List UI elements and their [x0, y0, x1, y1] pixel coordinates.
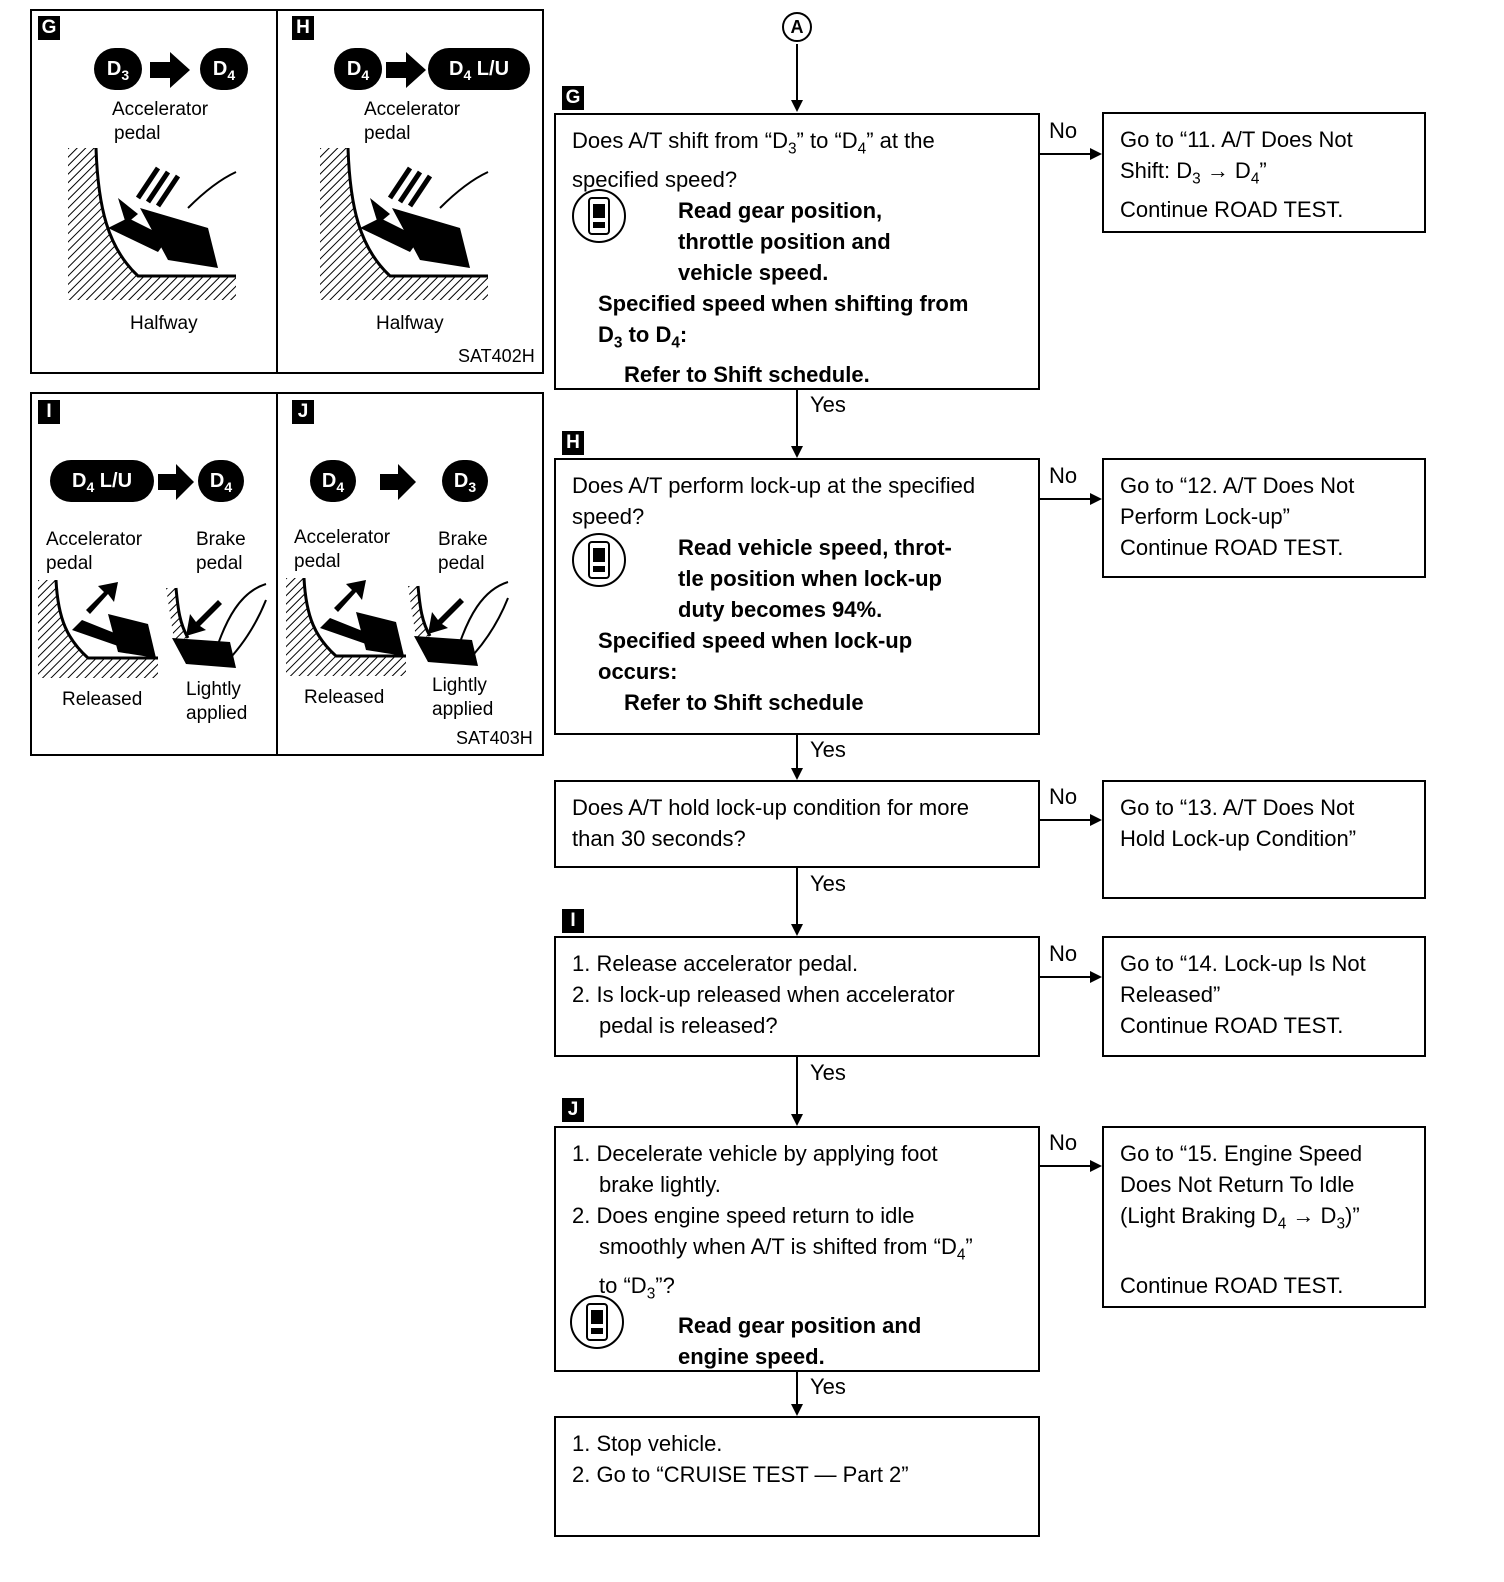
- panel-j-acc-state: Released: [304, 687, 385, 708]
- panel-h-state: Halfway: [376, 313, 444, 334]
- step-g-spec-gears: D3 to D4:: [598, 322, 688, 352]
- flow-tag-j: J: [562, 1098, 584, 1122]
- panel-j-tag: J: [292, 400, 314, 424]
- illustration-divider-top: [276, 9, 278, 374]
- edge-label-no: No: [1049, 784, 1078, 809]
- step-j-box: 1. Decelerate vehicle by applying foot b…: [554, 1126, 1040, 1372]
- edge-label-no: No: [1049, 941, 1078, 966]
- step-h-box: Does A/T perform lock-up at the specifie…: [554, 458, 1040, 735]
- panel-i-from-gear: D4 L/U: [50, 460, 154, 502]
- outcome-15-box: Go to “15. Engine Speed Does Not Return …: [1102, 1126, 1426, 1308]
- panel-i-acc-state: Released: [62, 689, 143, 710]
- panel-h-from-gear: D4: [334, 48, 382, 90]
- consult-monitor-icon: [572, 189, 626, 243]
- panel-g-shift-arrow-icon: [150, 52, 190, 88]
- panel-h-tag: H: [292, 16, 314, 40]
- illustration-divider-bottom: [276, 392, 278, 756]
- step-g-box: Does A/T shift from “D3” to “D4” at the …: [554, 113, 1040, 390]
- edge-label-yes: Yes: [810, 1060, 846, 1085]
- step-j-line-2c: to “D3”?: [599, 1273, 675, 1303]
- panel-g-accelerator-pedal-icon: [68, 148, 237, 300]
- panel-i-tag: I: [38, 400, 60, 424]
- illustration-frame-bottom: [30, 392, 544, 756]
- outcome-11-gears: Shift: D3 → D4”: [1120, 158, 1267, 188]
- panel-h-accelerator-pedal-icon: [320, 148, 489, 300]
- panel-g-from-gear: D3: [94, 48, 142, 90]
- consult-monitor-icon: [572, 533, 626, 587]
- connector-circle: A: [782, 12, 812, 42]
- outcome-14-box: Go to “14. Lock-up Is Not Released” Cont…: [1102, 936, 1426, 1057]
- step-j-line-2b: smoothly when A/T is shifted from “D4”: [599, 1234, 973, 1264]
- outcome-12-box: Go to “12. A/T Does Not Perform Lock-up”…: [1102, 458, 1426, 578]
- step-hold-box: Does A/T hold lock-up condition for more…: [554, 780, 1040, 868]
- flow-tag-h: H: [562, 431, 584, 455]
- flow-tag-i: I: [562, 909, 584, 933]
- edge-label-no: No: [1049, 463, 1078, 488]
- step-final-box: 1. Stop vehicle. 2. Go to “CRUISE TEST —…: [554, 1416, 1040, 1537]
- panel-j-accelerator-pedal-icon: [286, 578, 406, 676]
- panel-h-figure-code: SAT402H: [458, 346, 535, 366]
- edge-label-yes: Yes: [810, 737, 846, 762]
- step-i-box: 1. Release accelerator pedal. 2. Is lock…: [554, 936, 1040, 1057]
- consult-monitor-icon: [570, 1295, 624, 1349]
- edge-label-no: No: [1049, 1130, 1078, 1155]
- outcome-15-gears: (Light Braking D4 → D3)”: [1120, 1203, 1360, 1233]
- edge-label-yes: Yes: [810, 392, 846, 417]
- panel-i-brake-pedal-icon: [166, 583, 267, 668]
- edge-label-no: No: [1049, 118, 1078, 143]
- panel-j-figure-code: SAT403H: [456, 728, 533, 748]
- edge-label-yes: Yes: [810, 871, 846, 896]
- panel-g-to-gear: D4: [200, 48, 248, 90]
- panel-j-shift-arrow-icon: [380, 464, 416, 500]
- panel-i-accelerator-pedal-icon: [38, 580, 158, 678]
- panel-h-shift-arrow-icon: [386, 52, 426, 88]
- outcome-11-box: Go to “11. A/T Does Not Shift: D3 → D4” …: [1102, 112, 1426, 233]
- panel-j-brake-pedal-icon: [408, 581, 509, 666]
- outcome-13-box: Go to “13. A/T Does Not Hold Lock-up Con…: [1102, 780, 1426, 899]
- edge-label-yes: Yes: [810, 1374, 846, 1399]
- panel-h-to-gear: D4 L/U: [428, 48, 530, 90]
- step-g-question: Does A/T shift from “D3” to “D4” at the: [572, 128, 935, 158]
- panel-j-to-gear: D3: [442, 460, 488, 502]
- connector-label: A: [790, 17, 804, 37]
- panel-i-to-gear: D4: [198, 460, 244, 502]
- panel-i-shift-arrow-icon: [158, 464, 194, 500]
- panel-g-tag: G: [38, 16, 60, 40]
- panel-j-from-gear: D4: [310, 460, 356, 502]
- flow-tag-g: G: [562, 86, 584, 110]
- panel-g-state: Halfway: [130, 313, 198, 334]
